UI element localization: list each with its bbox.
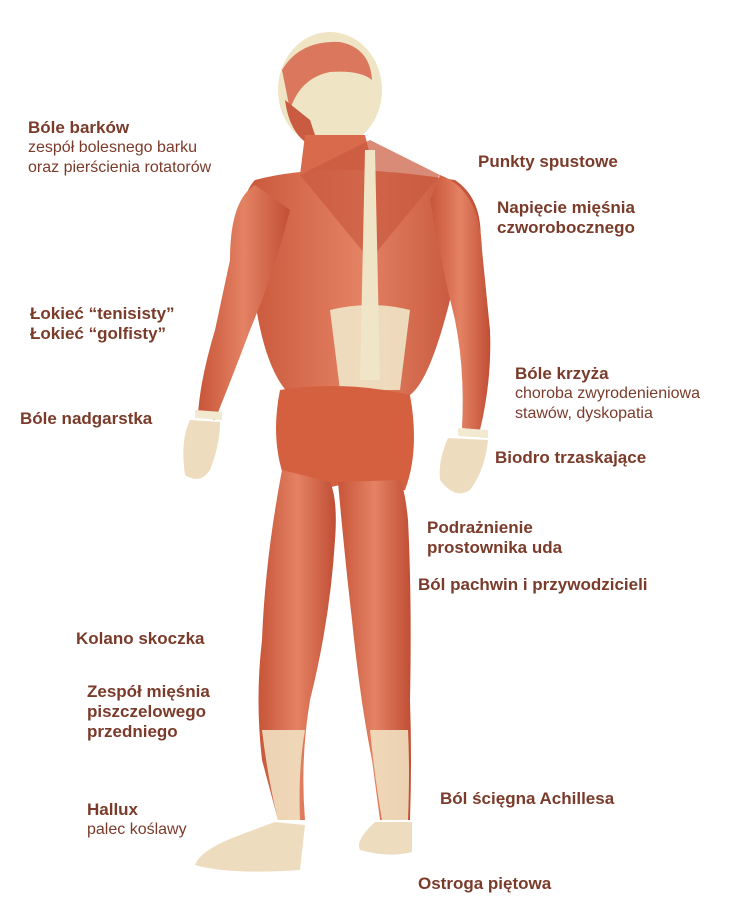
jumpers-knee-title: Kolano skoczka xyxy=(76,629,205,648)
label-trigger-points: Punkty spustowe xyxy=(478,152,618,172)
label-heel-spur: Ostroga piętowa xyxy=(418,874,551,894)
tennis-elbow-label: Łokieć “tenisisty” xyxy=(30,304,175,323)
glutes xyxy=(276,386,414,494)
label-snapping-hip: Biodro trzaskające xyxy=(495,448,646,468)
label-jumpers-knee: Kolano skoczka xyxy=(76,629,205,649)
label-hallux: Hallux palec koślawy xyxy=(87,800,187,840)
shoulder-pain-sub1: zespół bolesnego barku xyxy=(28,139,198,156)
right-leg xyxy=(338,480,412,855)
lower-back-sub2: stawów, dyskopatia xyxy=(515,405,653,422)
tibialis-line2: piszczelowego xyxy=(87,702,207,721)
trapezius-line2: czworobocznego xyxy=(497,218,635,237)
groin-pain-title: Ból pachwin i przywodzicieli xyxy=(418,575,648,594)
quad-line1: Podrażnienie xyxy=(427,518,533,537)
shoulder-pain-sub2: oraz pierścienia rotatorów xyxy=(28,159,212,176)
hallux-title: Hallux xyxy=(87,800,139,819)
quad-line2: prostownika uda xyxy=(427,538,563,557)
label-quad-irritation: Podrażnienie prostownika uda xyxy=(427,518,562,558)
label-achilles-pain: Ból ścięgna Achillesa xyxy=(440,789,614,809)
label-elbow: Łokieć “tenisisty” Łokieć “golfisty” xyxy=(30,304,175,344)
hallux-sub: palec koślawy xyxy=(87,821,187,838)
tibialis-line3: przedniego xyxy=(87,722,178,741)
head xyxy=(278,32,382,150)
label-tibialis-syndrome: Zespół mięśnia piszczelowego przedniego xyxy=(87,682,210,742)
label-lower-back-pain: Bóle krzyża choroba zwyrodenieniowa staw… xyxy=(515,364,700,424)
snapping-hip-title: Biodro trzaskające xyxy=(495,448,647,467)
lower-back-title: Bóle krzyża xyxy=(515,364,609,383)
wrist-pain-title: Bóle nadgarstka xyxy=(20,409,153,428)
label-shoulder-pain: Bóle barków zespół bolesnego barku oraz … xyxy=(28,118,211,178)
right-arm xyxy=(430,175,491,494)
label-groin-pain: Ból pachwin i przywodzicieli xyxy=(418,575,648,595)
trapezius-line1: Napięcie mięśnia xyxy=(497,198,635,217)
trigger-points-title: Punkty spustowe xyxy=(478,152,618,171)
left-leg xyxy=(195,470,336,872)
torso-back-muscles xyxy=(240,140,481,395)
achilles-pain-title: Ból ścięgna Achillesa xyxy=(440,789,615,808)
left-arm xyxy=(183,185,290,479)
golfer-elbow-label: Łokieć “golfisty” xyxy=(30,324,167,343)
label-wrist-pain: Bóle nadgarstka xyxy=(20,409,152,429)
lower-back-sub1: choroba zwyrodenieniowa xyxy=(515,385,700,402)
label-trapezius-tension: Napięcie mięśnia czworobocznego xyxy=(497,198,635,238)
shoulder-pain-title: Bóle barków xyxy=(28,118,130,137)
tibialis-line1: Zespół mięśnia xyxy=(87,682,210,701)
heel-spur-title: Ostroga piętowa xyxy=(418,874,552,893)
